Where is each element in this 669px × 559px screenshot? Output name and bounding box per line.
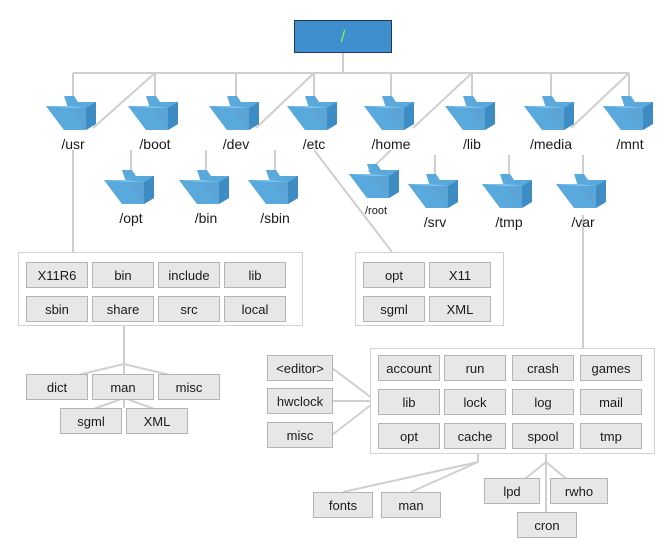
- folder-icon: [445, 96, 495, 130]
- folder-icon: [46, 96, 96, 130]
- leaf-usr-local[interactable]: local: [224, 296, 286, 322]
- folder-icon: [349, 164, 399, 198]
- folder-label: /sbin: [260, 210, 290, 226]
- folder-node-mnt[interactable]: /mnt: [587, 92, 669, 152]
- leaf-etc-XML[interactable]: XML: [429, 296, 491, 322]
- folder-node-boot[interactable]: /boot: [112, 92, 198, 152]
- leaf-var-log[interactable]: log: [512, 389, 574, 415]
- leaf-var-crash[interactable]: crash: [512, 355, 574, 381]
- folder-node-bin[interactable]: /bin: [163, 166, 249, 226]
- leaf-share-man[interactable]: man: [92, 374, 154, 400]
- folder-icon: [248, 170, 298, 204]
- folder-label: /media: [529, 136, 573, 152]
- leaf-var-run[interactable]: run: [444, 355, 506, 381]
- folder-icon: [287, 96, 337, 130]
- folder-label: /bin: [194, 210, 218, 226]
- node-root-label: /: [340, 27, 346, 46]
- folder-node-tmp[interactable]: /tmp: [466, 170, 552, 230]
- leaf-usr-bin[interactable]: bin: [92, 262, 154, 288]
- leaf-spool-lpd[interactable]: lpd: [484, 478, 540, 504]
- folder-label: /root: [364, 205, 387, 217]
- folder-icon: [524, 96, 574, 130]
- folder-icon: [408, 174, 458, 208]
- leaf-var-lib[interactable]: lib: [378, 389, 440, 415]
- folder-icon: [556, 174, 606, 208]
- leaf-var-spool[interactable]: spool: [512, 423, 574, 449]
- leaf-share-sub-sgml[interactable]: sgml: [60, 408, 122, 434]
- folder-label: /lib: [463, 136, 481, 152]
- folder-icon: [128, 96, 178, 130]
- leaf-etcfile-hwclock[interactable]: hwclock: [267, 388, 333, 414]
- folder-label: /opt: [119, 210, 143, 226]
- leaf-spool-rwho[interactable]: rwho: [550, 478, 608, 504]
- leaf-spool-cron[interactable]: cron: [517, 512, 577, 538]
- folder-label: /tmp: [495, 214, 523, 230]
- leaf-var-lock[interactable]: lock: [444, 389, 506, 415]
- folder-icon: [364, 96, 414, 130]
- folder-node-root[interactable]: /root: [333, 160, 419, 217]
- folder-icon: [482, 174, 532, 208]
- folder-label: /srv: [423, 214, 447, 230]
- folder-icon: [603, 96, 653, 130]
- folder-label: /mnt: [616, 136, 644, 152]
- leaf-var-cache[interactable]: cache: [444, 423, 506, 449]
- leaf-share-misc[interactable]: misc: [158, 374, 220, 400]
- folder-label: /usr: [61, 136, 85, 152]
- folder-node-opt[interactable]: /opt: [88, 166, 174, 226]
- folder-icon: [179, 170, 229, 204]
- leaf-usr-share[interactable]: share: [92, 296, 154, 322]
- folder-node-etc[interactable]: /etc: [271, 92, 357, 152]
- folder-label: /dev: [222, 136, 250, 152]
- leaf-etcfile-editor[interactable]: <editor>: [267, 355, 333, 381]
- folder-node-lib[interactable]: /lib: [429, 92, 515, 152]
- folder-label: /boot: [139, 136, 171, 152]
- folder-icon: [104, 170, 154, 204]
- folder-label: /home: [371, 136, 411, 152]
- folder-node-srv[interactable]: /srv: [392, 170, 478, 230]
- folder-icon: [209, 96, 259, 130]
- folder-node-usr[interactable]: /usr: [30, 92, 116, 152]
- leaf-usr-X11R6[interactable]: X11R6: [26, 262, 88, 288]
- leaf-var-tmp[interactable]: tmp: [580, 423, 642, 449]
- leaf-cache-man[interactable]: man: [381, 492, 441, 518]
- leaf-usr-lib[interactable]: lib: [224, 262, 286, 288]
- folder-node-home[interactable]: /home: [348, 92, 434, 152]
- leaf-share-dict[interactable]: dict: [26, 374, 88, 400]
- leaf-var-opt[interactable]: opt: [378, 423, 440, 449]
- leaf-share-sub-XML[interactable]: XML: [126, 408, 188, 434]
- folder-label: /etc: [302, 136, 326, 152]
- leaf-var-account[interactable]: account: [378, 355, 440, 381]
- folder-node-var[interactable]: /var: [540, 170, 626, 230]
- leaf-usr-src[interactable]: src: [158, 296, 220, 322]
- folder-node-media[interactable]: /media: [508, 92, 594, 152]
- leaf-etcfile-misc[interactable]: misc: [267, 422, 333, 448]
- leaf-var-games[interactable]: games: [580, 355, 642, 381]
- folder-node-dev[interactable]: /dev: [193, 92, 279, 152]
- leaf-var-mail[interactable]: mail: [580, 389, 642, 415]
- node-root[interactable]: /: [294, 20, 392, 53]
- leaf-usr-include[interactable]: include: [158, 262, 220, 288]
- leaf-usr-sbin[interactable]: sbin: [26, 296, 88, 322]
- leaf-cache-fonts[interactable]: fonts: [313, 492, 373, 518]
- folder-node-sbin[interactable]: /sbin: [232, 166, 318, 226]
- leaf-etc-X11[interactable]: X11: [429, 262, 491, 288]
- leaf-etc-sgml[interactable]: sgml: [363, 296, 425, 322]
- leaf-etc-opt[interactable]: opt: [363, 262, 425, 288]
- folder-label: /var: [571, 214, 595, 230]
